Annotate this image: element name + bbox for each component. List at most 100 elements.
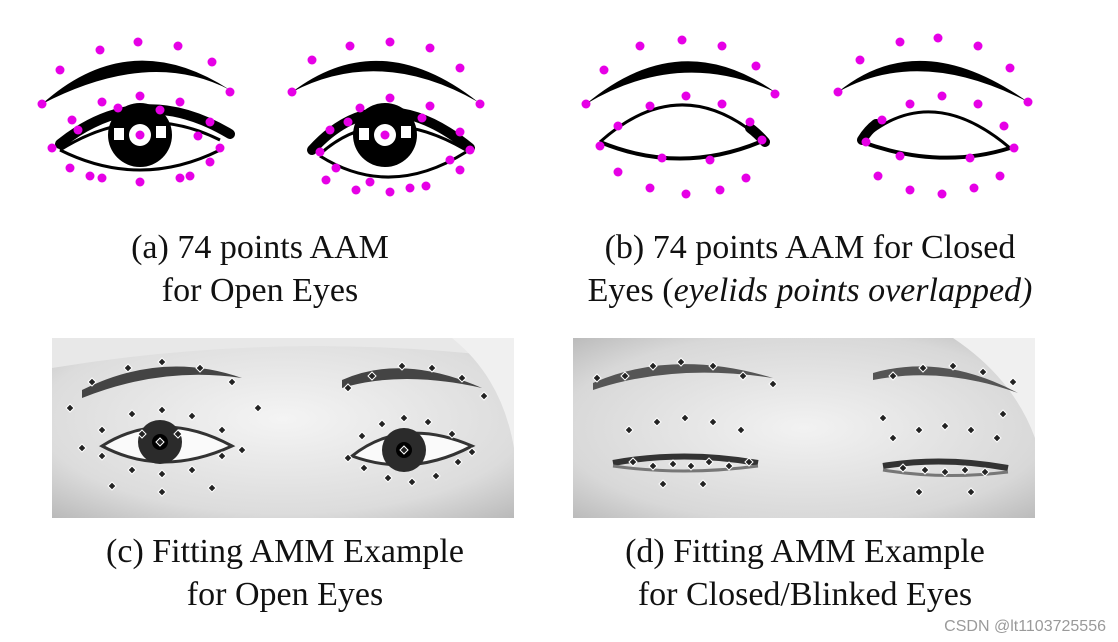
panel-b-diagram (570, 30, 1050, 205)
landmark-point (999, 121, 1009, 131)
landmark-point (135, 177, 145, 187)
caption-a-line1: (a) 74 points AAM (131, 229, 389, 266)
fitted-point (914, 425, 924, 435)
landmark-point (965, 153, 975, 163)
fitted-point (187, 465, 197, 475)
fitted-point (658, 479, 668, 489)
fitted-point (87, 377, 97, 387)
caption-b-line2-italic: eyelids points overlapped) (673, 272, 1033, 309)
landmark-point (455, 165, 465, 175)
fitted-point (467, 447, 477, 457)
landmark-point (995, 171, 1005, 181)
fitted-point (708, 361, 718, 371)
landmark-point (1005, 63, 1015, 73)
landmark-point (873, 171, 883, 181)
landmark-point (599, 65, 609, 75)
landmark-point (705, 155, 715, 165)
landmark-point (321, 175, 331, 185)
landmark-point (770, 89, 780, 99)
fitted-point (227, 377, 237, 387)
landmark-point (173, 41, 183, 51)
landmark-point (315, 147, 325, 157)
fitted-point (77, 443, 87, 453)
landmark-point (861, 137, 871, 147)
fitted-point (738, 371, 748, 381)
fitted-point (966, 487, 976, 497)
fitted-point (457, 373, 467, 383)
open-eyes-landmark-diagram (37, 37, 485, 197)
landmark-point (421, 181, 431, 191)
landmark-points-a (37, 37, 485, 197)
panel-c-photo (52, 338, 514, 518)
landmark-point (365, 177, 375, 187)
caption-d: (d) Fitting AMM Example for Closed/Blink… (555, 530, 1055, 616)
fitted-point (399, 413, 409, 423)
fitted-points-d (592, 357, 1018, 497)
fitted-point (652, 417, 662, 427)
caption-c-line2: for Open Eyes (186, 576, 384, 613)
landmark-point (425, 43, 435, 53)
landmark-point (325, 125, 335, 135)
landmark-point (207, 57, 217, 67)
fitted-point (97, 451, 107, 461)
fitted-point (253, 403, 263, 413)
left-closed-lower-lid (599, 140, 761, 161)
fitted-point (898, 463, 908, 473)
caption-a: (a) 74 points AAM for Open Eyes (60, 226, 460, 312)
landmark-point (331, 163, 341, 173)
fitted-point (676, 357, 686, 367)
fitted-point (914, 487, 924, 497)
landmark-point (833, 87, 843, 97)
landmark-point (475, 99, 485, 109)
right-closed-lower-lid (861, 140, 1011, 160)
fitted-point (960, 465, 970, 475)
landmark-point (905, 185, 915, 195)
landmark-point (205, 117, 215, 127)
fitted-point (888, 433, 898, 443)
fitted-point (940, 421, 950, 431)
left-closed-upper-lid (598, 103, 761, 144)
fitted-point (704, 457, 714, 467)
landmark-point (937, 189, 947, 199)
landmark-point (905, 99, 915, 109)
closed-eyes-landmark-diagram (581, 33, 1033, 199)
fitted-point (65, 403, 75, 413)
landmark-point (1009, 143, 1019, 153)
fitted-point (359, 463, 369, 473)
landmark-point (405, 183, 415, 193)
fitted-point (343, 453, 353, 463)
caption-c: (c) Fitting AMM Example for Open Eyes (40, 530, 530, 616)
landmark-point (47, 143, 57, 153)
landmark-point (95, 45, 105, 55)
landmark-point (937, 91, 947, 101)
landmark-point (345, 41, 355, 51)
landmark-point (425, 101, 435, 111)
landmark-point (385, 187, 395, 197)
landmark-point (380, 130, 390, 140)
left-eyebrow (42, 60, 230, 104)
landmark-point (193, 131, 203, 141)
fitted-point (377, 419, 387, 429)
fitted-point (383, 473, 393, 483)
landmark-point (757, 135, 767, 145)
landmark-point (681, 91, 691, 101)
fitted-point (978, 367, 988, 377)
fitted-point (479, 391, 489, 401)
landmark-point (969, 183, 979, 193)
landmark-point (307, 55, 317, 65)
landmark-point (581, 99, 591, 109)
fitted-point (648, 461, 658, 471)
fitted-point (686, 461, 696, 471)
fitted-point (736, 425, 746, 435)
fitted-point (397, 361, 407, 371)
landmark-point (715, 185, 725, 195)
landmark-point (455, 63, 465, 73)
fitted-point (680, 413, 690, 423)
fitted-point (399, 445, 409, 455)
fitted-point (768, 379, 778, 389)
landmark-point (681, 189, 691, 199)
fitted-point (453, 457, 463, 467)
fitted-point (427, 363, 437, 373)
landmark-point (73, 125, 83, 135)
landmark-point (973, 41, 983, 51)
